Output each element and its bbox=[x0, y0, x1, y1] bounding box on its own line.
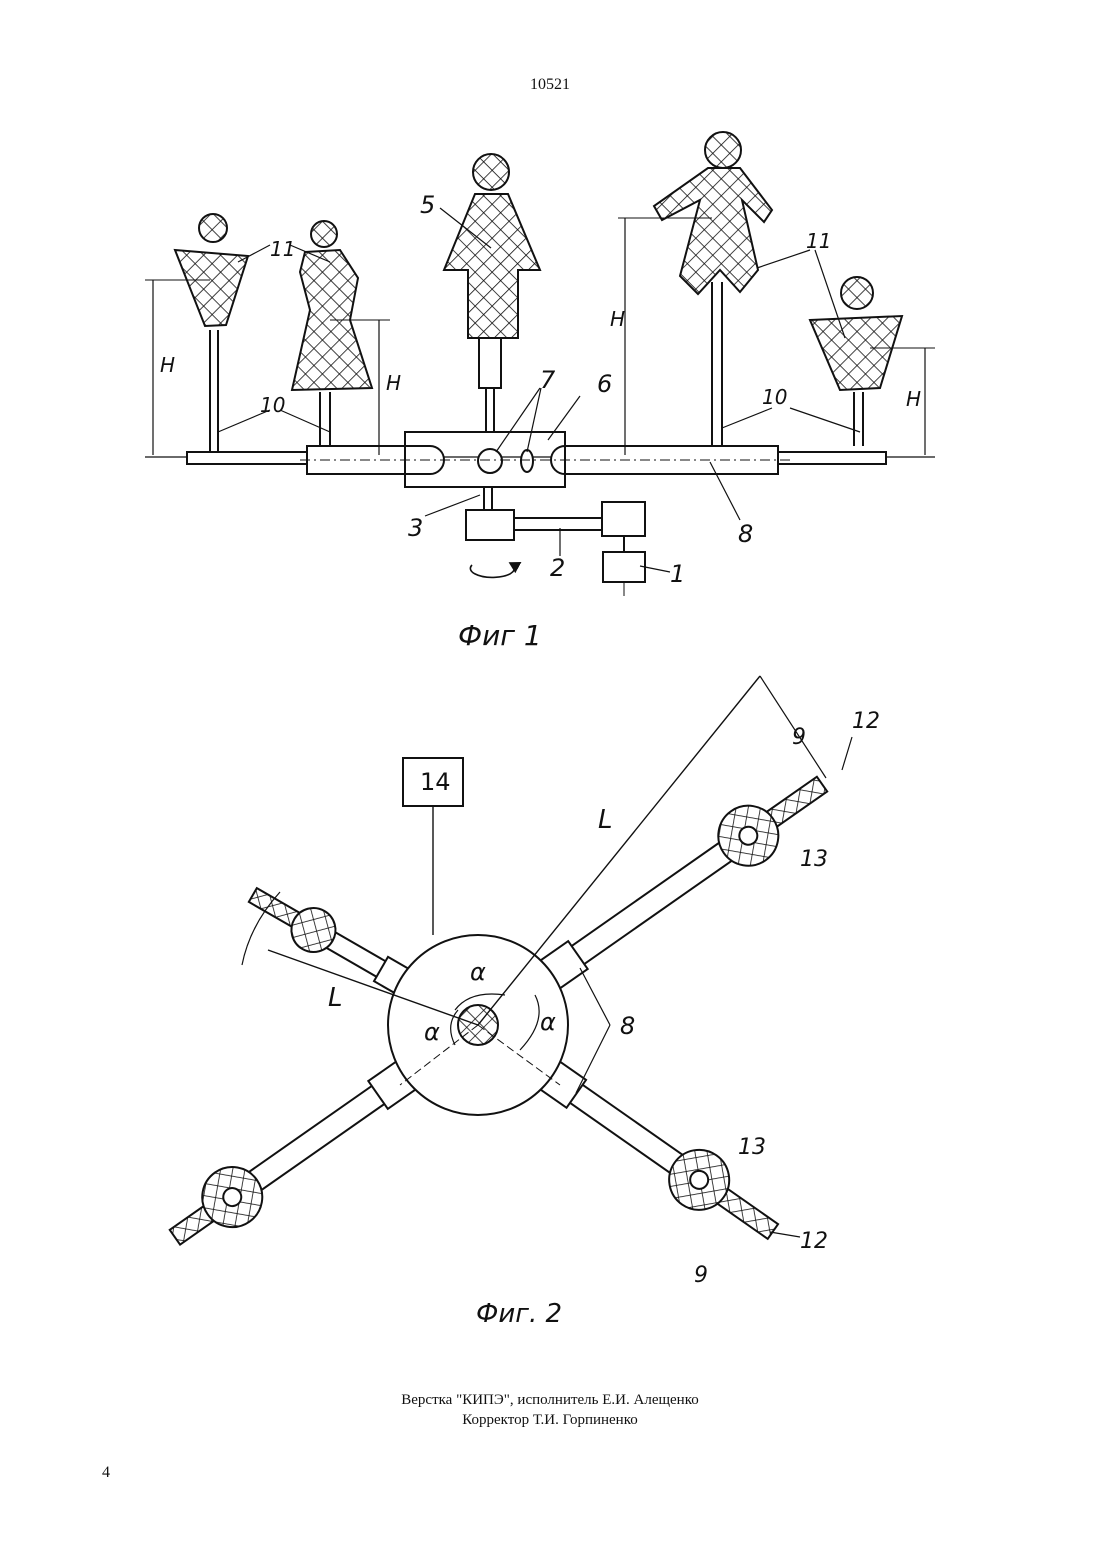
fig2-label-9-bottom: 9 bbox=[694, 1263, 708, 1288]
figure-2-caption: Фиг. 2 bbox=[476, 1299, 562, 1329]
fig2-label-8: 8 bbox=[620, 1012, 635, 1040]
fig1-label-5: 5 bbox=[420, 191, 435, 219]
fig2-label-14: 14 bbox=[420, 768, 451, 796]
fig2-label-12-top: 12 bbox=[852, 709, 880, 734]
fig2-label-L-right: L bbox=[598, 805, 613, 835]
fig1-label-H-1: H bbox=[160, 353, 175, 377]
fig1-label-3: 3 bbox=[408, 514, 423, 542]
fig2-label-alpha-top: α bbox=[470, 958, 486, 986]
fig2-label-L-left: L bbox=[328, 983, 343, 1013]
fig2-label-9-top: 9 bbox=[792, 725, 806, 750]
figure-1 bbox=[145, 132, 935, 596]
fig1-label-10-right: 10 bbox=[762, 385, 787, 409]
fig2-label-13-top: 13 bbox=[800, 847, 828, 872]
fig1-label-H-3: H bbox=[610, 307, 625, 331]
fig1-label-H-2: H bbox=[386, 371, 401, 395]
fig1-label-H-4: H bbox=[906, 387, 921, 411]
credit-line-layout: Верстка "КИПЭ", исполнитель Е.И. Алещенк… bbox=[0, 1390, 1100, 1410]
fig1-label-1: 1 bbox=[670, 560, 685, 588]
fig1-label-10-left: 10 bbox=[260, 393, 285, 417]
figure-1-caption: Фиг 1 bbox=[458, 619, 542, 652]
fig1-label-2: 2 bbox=[550, 554, 565, 582]
fig2-label-12-bottom: 12 bbox=[800, 1229, 828, 1254]
fig1-label-7: 7 bbox=[540, 366, 556, 394]
sheet-number: 4 bbox=[102, 1464, 110, 1482]
credit-line-corrector: Корректор Т.И. Горпиненко bbox=[0, 1410, 1100, 1430]
fig1-label-11-right: 11 bbox=[806, 229, 831, 253]
fig1-label-11-left: 11 bbox=[270, 237, 295, 261]
figure-2 bbox=[158, 676, 852, 1262]
fig2-label-13-bottom: 13 bbox=[738, 1135, 766, 1160]
fig1-label-6: 6 bbox=[597, 370, 612, 398]
fig2-label-alpha-left: α bbox=[424, 1018, 440, 1046]
credits: Верстка "КИПЭ", исполнитель Е.И. Алещенк… bbox=[0, 1390, 1100, 1430]
fig1-label-8: 8 bbox=[738, 520, 753, 548]
fig2-label-alpha-right: α bbox=[540, 1008, 556, 1036]
